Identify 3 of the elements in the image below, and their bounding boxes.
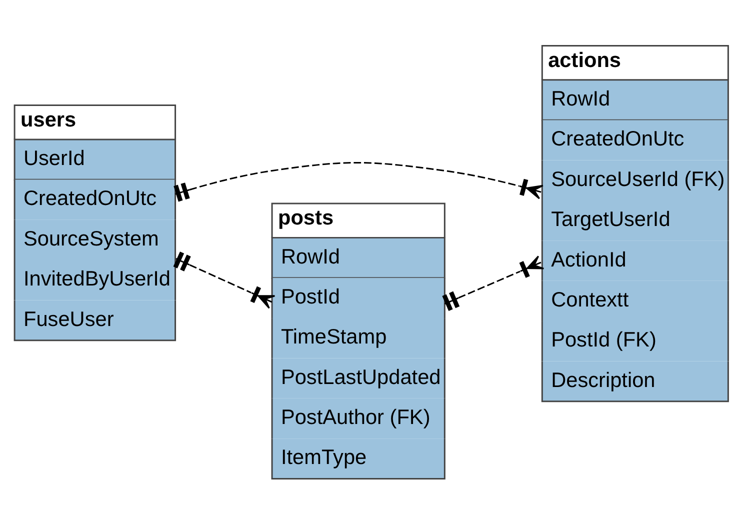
connector [442,255,544,311]
connector [174,161,544,202]
connector [173,251,276,308]
